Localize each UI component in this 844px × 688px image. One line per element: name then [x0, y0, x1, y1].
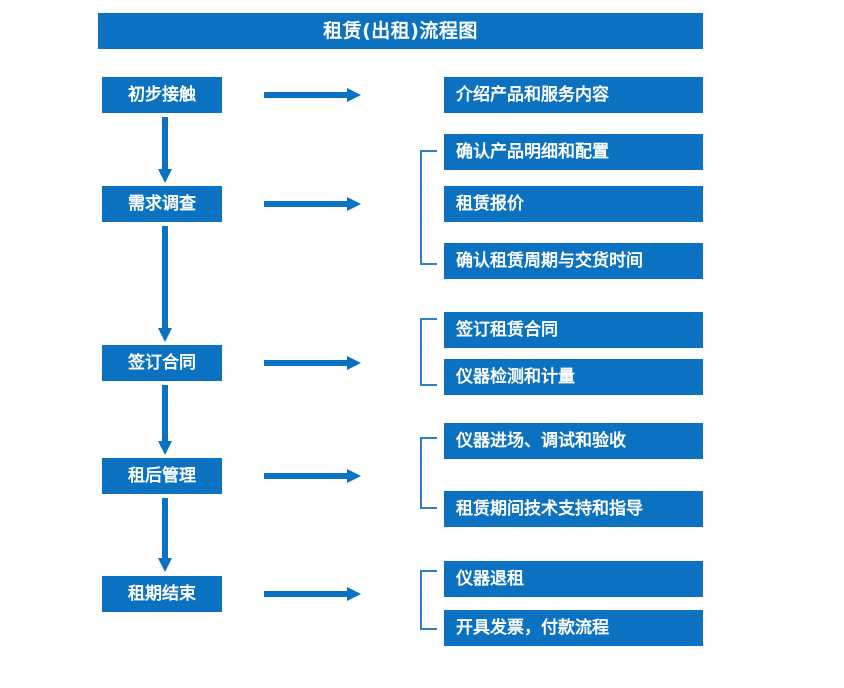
detail-box-4-1[interactable]: 仪器进场、调试和验收	[444, 423, 703, 459]
detail-label-3-1: 签订租赁合同	[456, 319, 558, 340]
detail-box-2-1[interactable]: 确认产品明细和配置	[444, 134, 703, 170]
right-arrow-icon-1	[264, 88, 361, 102]
detail-box-3-2[interactable]: 仪器检测和计量	[444, 359, 703, 395]
stage-box-4[interactable]: 租后管理	[102, 458, 222, 494]
right-arrow-icon-2	[264, 197, 361, 211]
right-arrow-icon-5	[264, 587, 361, 601]
detail-box-2-2[interactable]: 租赁报价	[444, 186, 703, 222]
detail-label-2-3: 确认租赁周期与交货时间	[456, 250, 643, 271]
detail-label-2-1: 确认产品明细和配置	[456, 141, 609, 162]
down-arrow-icon-4	[158, 498, 172, 572]
down-arrow-icon-3	[158, 385, 172, 455]
detail-box-5-1[interactable]: 仪器退租	[444, 561, 703, 597]
chart-title-bar: 租赁(出租)流程图	[98, 13, 703, 49]
detail-label-5-1: 仪器退租	[456, 568, 524, 589]
detail-box-4-2[interactable]: 租赁期间技术支持和指导	[444, 491, 703, 527]
right-arrow-icon-4	[264, 469, 361, 483]
detail-label-4-2: 租赁期间技术支持和指导	[456, 498, 643, 519]
group-bracket-2	[420, 150, 437, 265]
detail-label-2-2: 租赁报价	[456, 193, 524, 214]
detail-box-3-1[interactable]: 签订租赁合同	[444, 312, 703, 348]
stage-label-3: 签订合同	[128, 352, 196, 373]
detail-box-1-1[interactable]: 介绍产品和服务内容	[444, 77, 703, 113]
group-bracket-4	[420, 437, 437, 509]
group-bracket-3	[420, 318, 437, 386]
down-arrow-icon-1	[158, 117, 172, 183]
stage-label-2: 需求调查	[128, 193, 196, 214]
stage-label-4: 租后管理	[128, 465, 196, 486]
stage-label-1: 初步接触	[128, 84, 196, 105]
detail-label-1-1: 介绍产品和服务内容	[456, 84, 609, 105]
right-arrow-icon-3	[264, 356, 361, 370]
detail-label-5-2: 开具发票，付款流程	[456, 617, 609, 638]
detail-label-4-1: 仪器进场、调试和验收	[456, 430, 626, 451]
detail-label-3-2: 仪器检测和计量	[456, 366, 575, 387]
chart-title: 租赁(出租)流程图	[323, 19, 478, 42]
stage-label-5: 租期结束	[128, 583, 196, 604]
down-arrow-icon-2	[158, 226, 172, 342]
stage-box-1[interactable]: 初步接触	[102, 77, 222, 113]
group-bracket-5	[420, 570, 437, 630]
detail-box-2-3[interactable]: 确认租赁周期与交货时间	[444, 243, 703, 279]
stage-box-3[interactable]: 签订合同	[102, 345, 222, 381]
stage-box-2[interactable]: 需求调查	[102, 186, 222, 222]
detail-box-5-2[interactable]: 开具发票，付款流程	[444, 610, 703, 646]
stage-box-5[interactable]: 租期结束	[102, 576, 222, 612]
